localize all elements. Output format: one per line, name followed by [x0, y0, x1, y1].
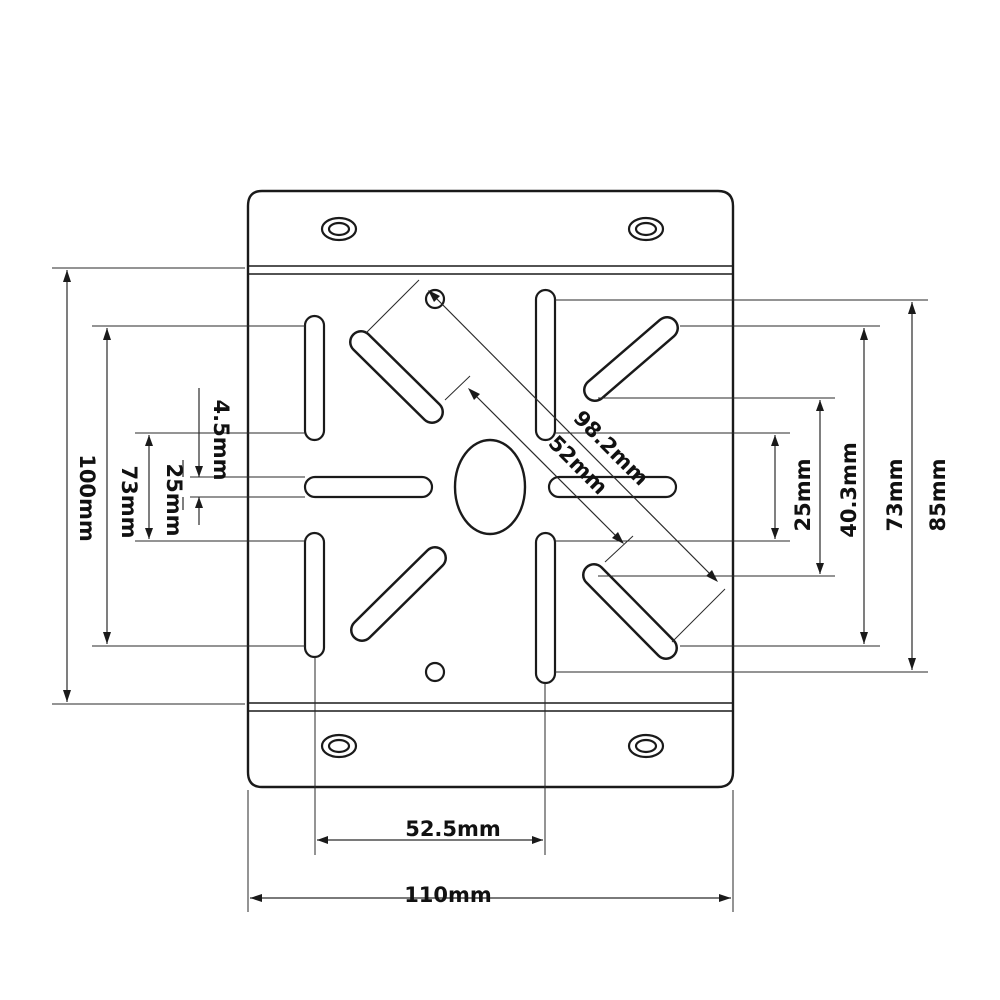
center-oval-hole [453, 438, 527, 536]
label-right-73mm: 73mm [883, 459, 907, 532]
label-40-3mm: 40.3mm [837, 442, 861, 538]
dimension-right-40-3: 40.3mm [598, 397, 861, 577]
corner-hole-bottom-right [627, 733, 665, 759]
slot-horizontal-left [303, 475, 434, 499]
slot-horizontal-right [547, 475, 678, 499]
dimension-left-25: 25mm [162, 460, 305, 537]
small-hole-bottom [424, 661, 446, 683]
corner-hole-top-left [320, 216, 358, 242]
label-100mm: 100mm [75, 454, 99, 542]
dimension-left-73: 73mm [117, 432, 305, 542]
plate-outline [246, 189, 735, 789]
label-left-25mm: 25mm [162, 464, 186, 537]
mounting-plate [246, 189, 735, 789]
corner-hole-bottom-left [320, 733, 358, 759]
slot-vertical-right-bottom [534, 531, 557, 685]
dimension-width-110: 110mm [247, 790, 734, 912]
dimension-slot-width-4-5: 4.5mm [190, 388, 305, 525]
dimension-height-100: 100mm [52, 267, 245, 705]
label-85mm: 85mm [926, 459, 950, 532]
corner-hole-top-right [627, 216, 665, 242]
dimension-right-85: 85mm [555, 299, 950, 673]
dimension-left-slot-span [92, 325, 305, 647]
label-110mm: 110mm [404, 883, 492, 907]
label-left-73mm: 73mm [117, 466, 141, 539]
dimension-right-25: 25mm [555, 432, 815, 542]
dimension-spacing-52-5: 52.5mm [314, 657, 546, 855]
label-4-5mm: 4.5mm [209, 400, 233, 481]
slot-vertical-right-top [534, 288, 557, 442]
label-52-5mm: 52.5mm [405, 817, 501, 841]
slot-vertical-left-top [303, 314, 326, 442]
label-right-25mm: 25mm [791, 459, 815, 532]
slot-vertical-left-bottom [303, 531, 326, 659]
dimension-right-73: 73mm [680, 325, 907, 647]
